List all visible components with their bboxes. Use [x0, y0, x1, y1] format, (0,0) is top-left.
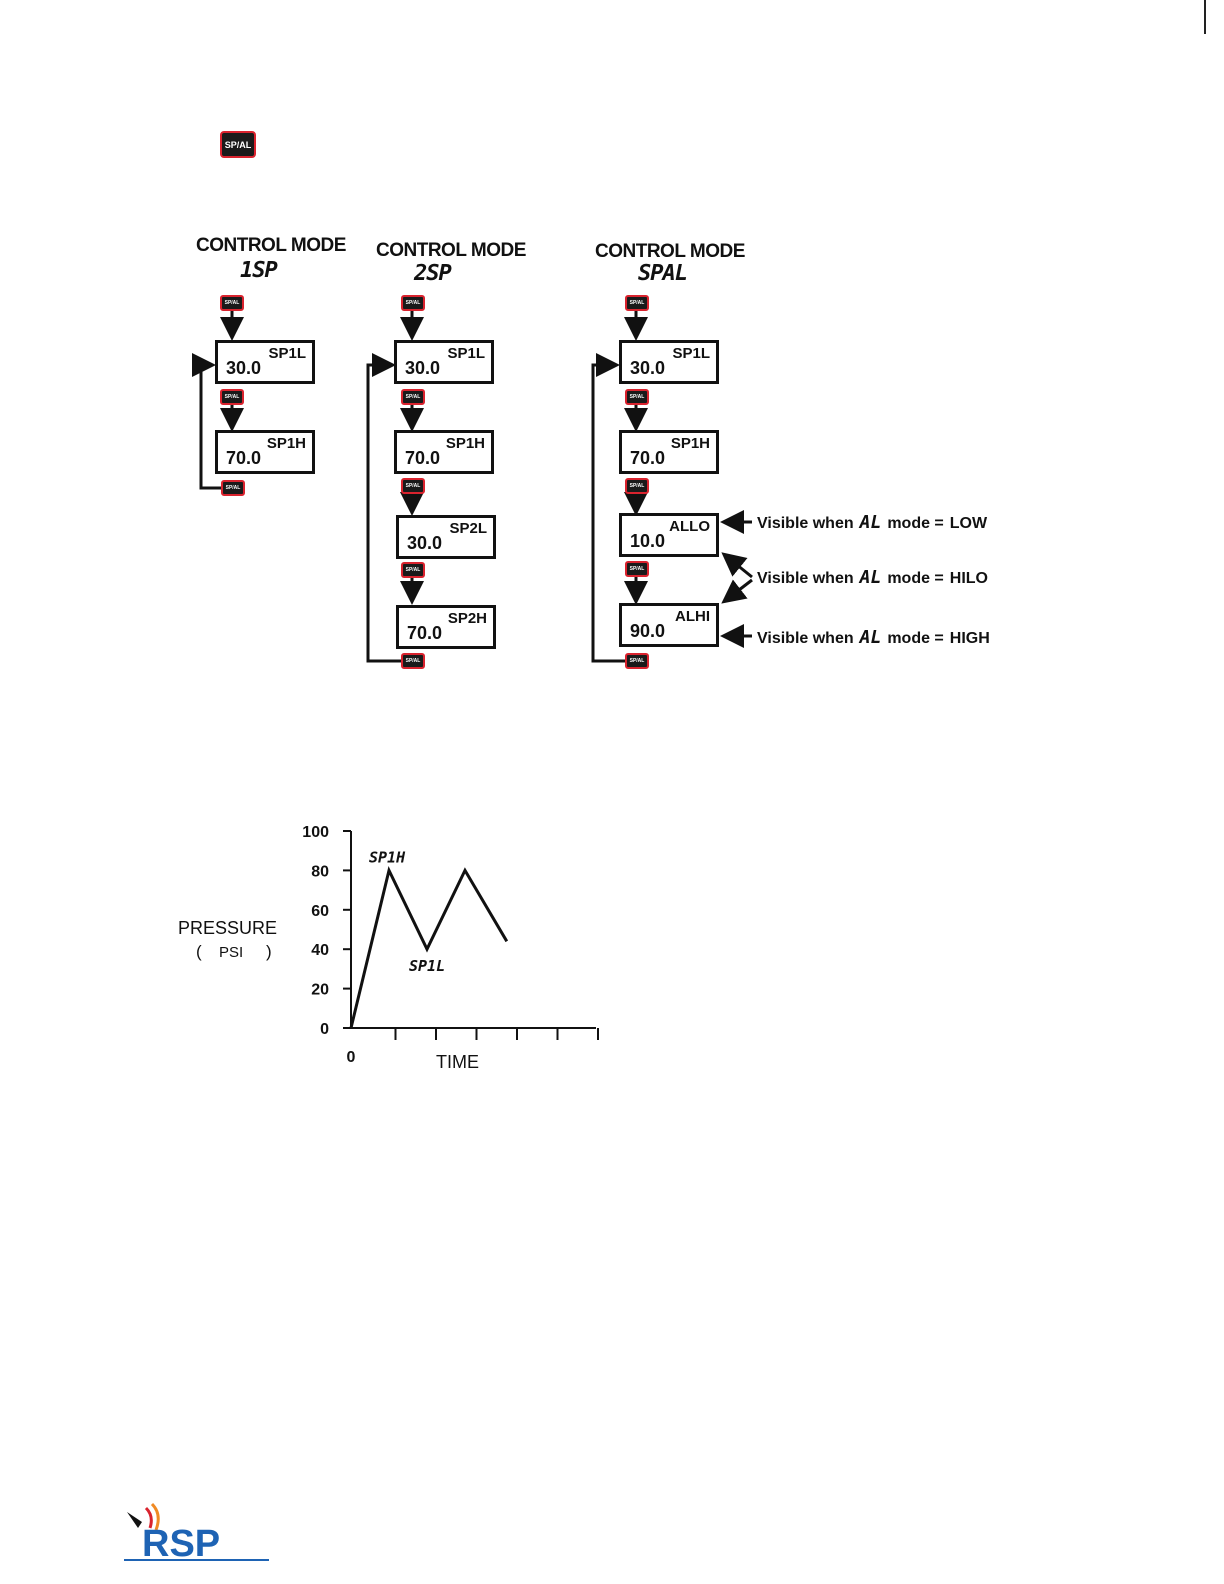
mode-3-title: CONTROL MODE: [595, 241, 745, 262]
display-box: SP1H 70.0: [619, 430, 719, 474]
display-box: SP1H 70.0: [215, 430, 315, 474]
display-value: 30.0: [630, 358, 666, 378]
display-box: SP2L 30.0: [396, 515, 496, 559]
display-label: ALLO: [669, 518, 710, 535]
display-label: SP1H: [445, 435, 485, 452]
display-value: 10.0: [630, 531, 666, 551]
sp-al-key-icon: SP/AL: [401, 562, 425, 578]
display-label: SP2H: [447, 610, 487, 627]
y-axis-label: PRESSURE: [178, 918, 278, 938]
display-value: 70.0: [630, 448, 666, 468]
sp-al-key-icon: SP/AL: [220, 389, 244, 405]
y-axis-unit-open: (: [196, 942, 202, 961]
display-label: SP1H: [266, 435, 306, 452]
sp-al-key-icon: SP/AL: [401, 478, 425, 494]
pressure-series-line: [349, 865, 509, 1029]
display-value: 90.0: [630, 621, 666, 641]
sp-al-key-icon: SP/AL: [625, 478, 649, 494]
display-box: ALLO 10.0: [619, 513, 719, 557]
y-axis-unit: PSI: [219, 944, 244, 961]
display-label: ALHI: [675, 608, 710, 625]
display-label: SP1L: [447, 345, 485, 362]
rsp-logo: RSP: [124, 1502, 269, 1562]
sp-al-key-icon: SP/AL: [401, 295, 425, 311]
y-tick-label: 80: [311, 863, 329, 880]
y-tick-label: 60: [311, 903, 329, 920]
al-code: AL: [859, 512, 882, 533]
mode-1-code: 1SP: [240, 258, 278, 283]
sp-al-key-icon: SP/AL: [625, 561, 649, 577]
sp-al-key-icon: SP/AL: [220, 295, 244, 311]
display-value: 70.0: [226, 448, 262, 468]
display-box: SP1L 30.0: [215, 340, 315, 384]
sp-al-key-icon: SP/AL: [221, 480, 245, 496]
note-mode: mode =: [887, 630, 944, 647]
display-value: 30.0: [405, 358, 441, 378]
y-axis-unit-close: ): [266, 942, 272, 961]
flow-arrows: [192, 311, 753, 663]
display-value: 30.0: [407, 533, 443, 553]
note-mode-value: HIGH: [949, 630, 990, 647]
note-mode: mode =: [887, 515, 944, 532]
y-tick-label: 20: [311, 982, 329, 999]
sp-al-key-icon: SP/AL: [401, 389, 425, 405]
note-mode-value: HILO: [949, 570, 988, 587]
note-mode: mode =: [887, 570, 944, 587]
visibility-note-low: Visible when AL mode = LOW: [757, 512, 987, 533]
al-code: AL: [859, 627, 882, 648]
display-box: SP1H 70.0: [394, 430, 494, 474]
display-box: SP1L 30.0: [394, 340, 494, 384]
display-value: 30.0: [226, 358, 262, 378]
display-value: 70.0: [405, 448, 441, 468]
note-text: Visible when: [757, 630, 854, 647]
sp1h-annotation: SP1H: [369, 848, 406, 866]
sp-al-key-icon: SP/AL: [220, 131, 256, 158]
y-tick-label: 100: [302, 824, 329, 841]
mode-3-code: SPAL: [638, 261, 688, 286]
note-text: Visible when: [757, 515, 854, 532]
sp-al-key-icon: SP/AL: [401, 653, 425, 669]
logo-text: RSP: [142, 1523, 220, 1562]
mode-1-title: CONTROL MODE: [196, 235, 346, 256]
x-axis-label: TIME: [436, 1052, 479, 1072]
display-box: SP1L 30.0: [619, 340, 719, 384]
sp-al-key-icon: SP/AL: [625, 295, 649, 311]
display-label: SP2L: [449, 520, 487, 537]
visibility-note-hilo: Visible when AL mode = HILO: [757, 567, 988, 588]
note-mode-value: LOW: [949, 515, 988, 532]
sp-al-key-icon: SP/AL: [625, 653, 649, 669]
display-value: 70.0: [407, 623, 443, 643]
sp-al-key-icon: SP/AL: [625, 389, 649, 405]
display-box: ALHI 90.0: [619, 603, 719, 647]
sp1l-annotation: SP1L: [409, 957, 445, 975]
display-box: SP2H 70.0: [396, 605, 496, 649]
mode-2-title: CONTROL MODE: [376, 240, 526, 261]
y-tick-label: 40: [311, 942, 329, 959]
note-text: Visible when: [757, 570, 854, 587]
visibility-note-high: Visible when AL mode = HIGH: [757, 627, 990, 648]
y-tick-label: 0: [320, 1021, 329, 1038]
page-edge-line: [1204, 0, 1206, 34]
display-label: SP1L: [268, 345, 306, 362]
display-label: SP1L: [672, 345, 710, 362]
mode-2-code: 2SP: [414, 261, 452, 286]
x-origin-label: 0: [347, 1049, 356, 1066]
display-label: SP1H: [670, 435, 710, 452]
al-code: AL: [859, 567, 882, 588]
